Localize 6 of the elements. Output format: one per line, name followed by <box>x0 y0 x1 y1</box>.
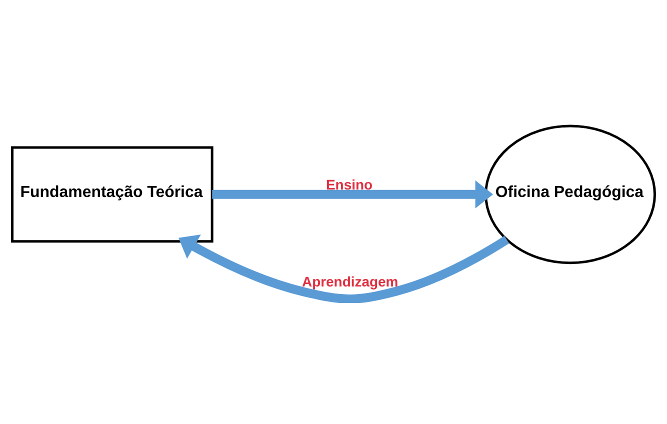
arrow <box>178 234 510 302</box>
node-ellipse: Oficina Pedagógica <box>484 124 656 264</box>
edge-label: Aprendizagem <box>302 273 398 290</box>
edge-label: Ensino <box>326 176 373 192</box>
arrow <box>212 180 494 208</box>
node-box: Fundamentação Teórica <box>11 146 214 242</box>
